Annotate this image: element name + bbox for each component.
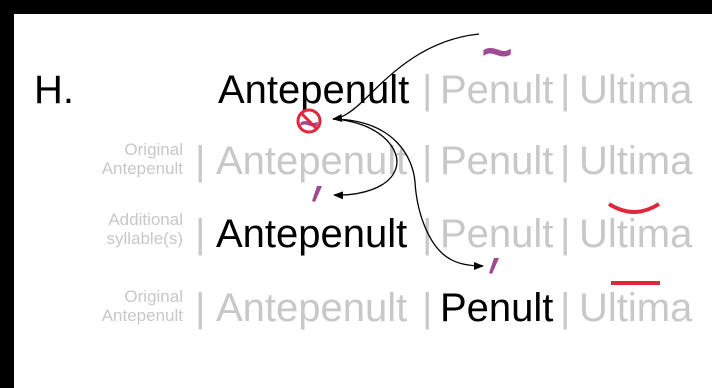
row3-label-line2: syllable(s) (106, 229, 183, 248)
arrow-to-penult-acute (332, 118, 484, 270)
row4-separator-1: | (422, 286, 432, 330)
row3-separator-2: | (560, 212, 570, 256)
row2-antepenult: Antepenult (216, 139, 407, 183)
row3-separator-1: | (422, 212, 432, 256)
row4-antepenult: Antepenult (216, 286, 407, 330)
row4-ultima: Ultima (579, 286, 693, 330)
row4-penult: Penult (440, 286, 553, 330)
row2-separator-1: | (422, 139, 432, 183)
row3-ultima: Ultima (579, 212, 693, 256)
arrow-to-antepenult-acute (332, 118, 398, 200)
row2-ultima: Ultima (579, 139, 693, 183)
breve-mark-ultima (607, 202, 661, 214)
row-label-h: H. (34, 68, 74, 112)
row2-penult: Penult (440, 139, 553, 183)
row4-separator-2: | (560, 286, 570, 330)
row1-separator-1: | (422, 68, 432, 112)
circumflex-mark-top: ~ (481, 22, 513, 82)
row1-separator-2: | (560, 68, 570, 112)
acute-accent-penult (489, 258, 499, 274)
row3-separator-0: | (195, 212, 205, 256)
row4-label-line1: Original (124, 287, 183, 306)
row2-separator-0: | (195, 139, 205, 183)
row2-separator-2: | (560, 139, 570, 183)
row3-penult: Penult (440, 212, 553, 256)
row1-ultima: Ultima (579, 68, 693, 112)
arrow-circumflex-to-antepenult (332, 33, 480, 122)
acute-accent-antepenult (312, 186, 322, 202)
diagram-panel: H. Antepenult | Penult | Ultima Original… (14, 14, 712, 388)
cancelled-circumflex-mark: ~ (299, 105, 319, 143)
row3-label-line1: Additional (108, 210, 183, 229)
row4-label-line2: Antepenult (102, 306, 184, 325)
row3-antepenult: Antepenult (216, 212, 407, 256)
row4-separator-0: | (195, 286, 205, 330)
row2-label-line1: Original (124, 140, 183, 159)
row1-antepenult: Antepenult (218, 68, 409, 112)
row2-label-line2: Antepenult (102, 159, 184, 178)
cancelled-circumflex-icon: ~ (296, 105, 322, 143)
accent-shift-diagram: H. Antepenult | Penult | Ultima Original… (34, 22, 693, 330)
row1-penult: Penult (440, 68, 553, 112)
